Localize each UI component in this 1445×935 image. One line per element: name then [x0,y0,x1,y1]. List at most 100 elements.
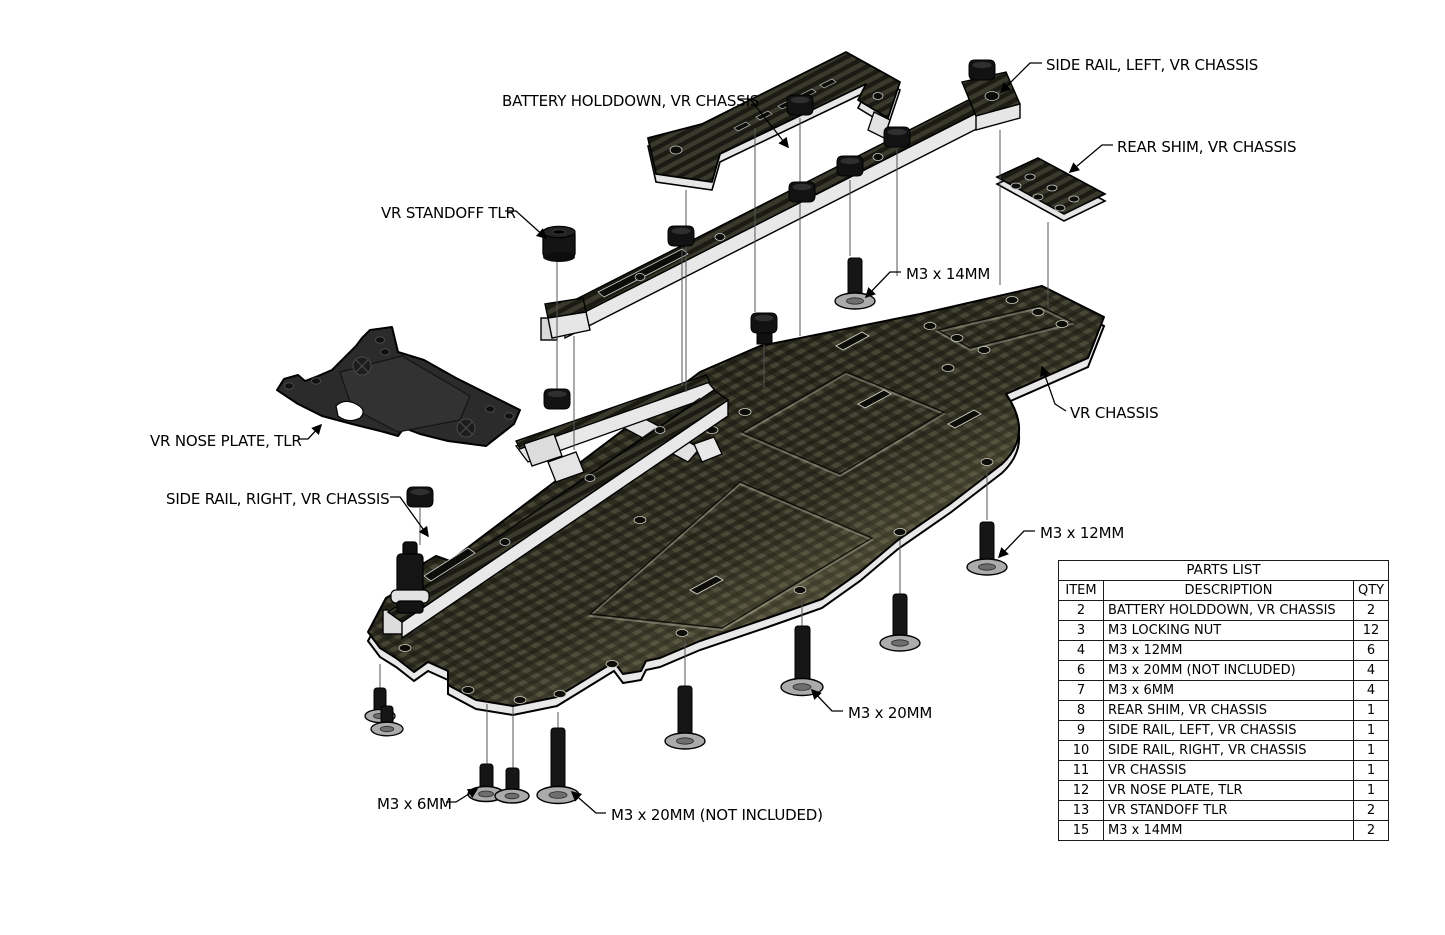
label-m3x20: M3 x 20MM [848,704,933,722]
label-side-rail-right: SIDE RAIL, RIGHT, VR CHASSIS [166,490,390,508]
label-m3x14: M3 x 14MM [906,265,991,283]
column-header-qty: QTY [1353,580,1389,601]
item-cell: 2 [1058,600,1104,621]
description-cell: REAR SHIM, VR CHASSIS [1103,700,1354,721]
item-cell: 10 [1058,740,1104,761]
parts-list-title: PARTS LIST [1058,560,1389,581]
description-cell: M3 x 6MM [1103,680,1354,701]
standoff-nut [750,312,778,345]
item-cell: 15 [1058,820,1104,841]
qty-cell: 6 [1353,640,1389,661]
screw-m3x20 [780,625,824,697]
parts-list-title-row: PARTS LIST [1058,560,1389,581]
locking-nut [543,388,571,410]
leader-vr-standoff [505,210,548,240]
label-rear-shim: REAR SHIM, VR CHASSIS [1117,138,1297,156]
screw [664,685,706,750]
description-cell: BATTERY HOLDDOWN, VR CHASSIS [1103,600,1354,621]
chassis-etched-lines [587,305,1075,632]
description-cell: VR CHASSIS [1103,760,1354,781]
leader-m3x20 [810,688,843,712]
screw-m3x14 [834,257,876,310]
screw-m3x20-not-included [536,727,580,805]
antenna-post-part [390,541,430,614]
item-cell: 7 [1058,680,1104,701]
qty-cell: 2 [1353,600,1389,621]
label-m3x12: M3 x 12MM [1040,524,1125,542]
leader-vr-nose-plate [298,423,323,440]
qty-cell: 2 [1353,800,1389,821]
leader-side-rail-right [390,496,429,538]
vr-chassis-part [367,285,1105,716]
leader-side-rail-left [999,62,1042,94]
holddown-slots [733,78,837,132]
locking-nut [883,126,911,148]
description-cell: M3 LOCKING NUT [1103,620,1354,641]
leader-rear-shim [1068,144,1113,174]
screw-m3x6 [494,767,530,804]
locking-nut [406,486,434,508]
leader-m3x6 [446,788,479,803]
qty-cell: 1 [1353,780,1389,801]
label-side-rail-left: SIDE RAIL, LEFT, VR CHASSIS [1046,56,1259,74]
locking-nuts [406,59,996,508]
qty-cell: 1 [1353,760,1389,781]
locking-nut [788,181,816,203]
chassis-slots [689,331,982,595]
label-vr-nose-plate: VR NOSE PLATE, TLR [150,432,302,450]
item-cell: 12 [1058,780,1104,801]
locking-nut [836,155,864,177]
label-m3x20-not-included: M3 x 20MM (NOT INCLUDED) [611,806,823,824]
leader-battery-holddown [739,98,789,149]
item-cell: 9 [1058,720,1104,741]
qty-cell: 1 [1353,740,1389,761]
description-cell: M3 x 14MM [1103,820,1354,841]
description-cell: M3 x 20MM (NOT INCLUDED) [1103,660,1354,681]
leader-m3x20-not-included [570,790,606,814]
qty-cell: 1 [1353,720,1389,741]
item-cell: 11 [1058,760,1104,781]
column-header-item: ITEM [1058,580,1104,601]
chassis-holes [386,296,1069,704]
qty-cell: 2 [1353,820,1389,841]
column-header-description: DESCRIPTION [1103,580,1354,601]
description-cell: SIDE RAIL, RIGHT, VR CHASSIS [1103,740,1354,761]
description-cell: VR STANDOFF TLR [1103,800,1354,821]
alignment-lines [379,118,1049,768]
description-cell: VR NOSE PLATE, TLR [1103,780,1354,801]
locking-nut [968,59,996,81]
label-vr-standoff: VR STANDOFF TLR [381,204,516,222]
qty-cell: 4 [1353,680,1389,701]
description-cell: M3 x 12MM [1103,640,1354,661]
rear-shim-part [996,157,1106,222]
label-vr-chassis: VR CHASSIS [1070,404,1159,422]
parts-list-header-row: ITEM DESCRIPTION QTY [1058,580,1389,601]
label-battery-holddown: BATTERY HOLDDOWN, VR CHASSIS [502,92,760,110]
screw [879,593,921,652]
leader-lines [298,62,1113,814]
leader-vr-chassis [1040,365,1067,412]
vr-nose-plate-part [276,326,521,447]
label-m3x6: M3 x 6MM [377,795,452,813]
description-cell: SIDE RAIL, LEFT, VR CHASSIS [1103,720,1354,741]
item-cell: 13 [1058,800,1104,821]
leader-m3x14 [864,271,901,299]
qty-cell: 4 [1353,660,1389,681]
item-cell: 6 [1058,660,1104,681]
vr-standoff-part [542,225,576,262]
